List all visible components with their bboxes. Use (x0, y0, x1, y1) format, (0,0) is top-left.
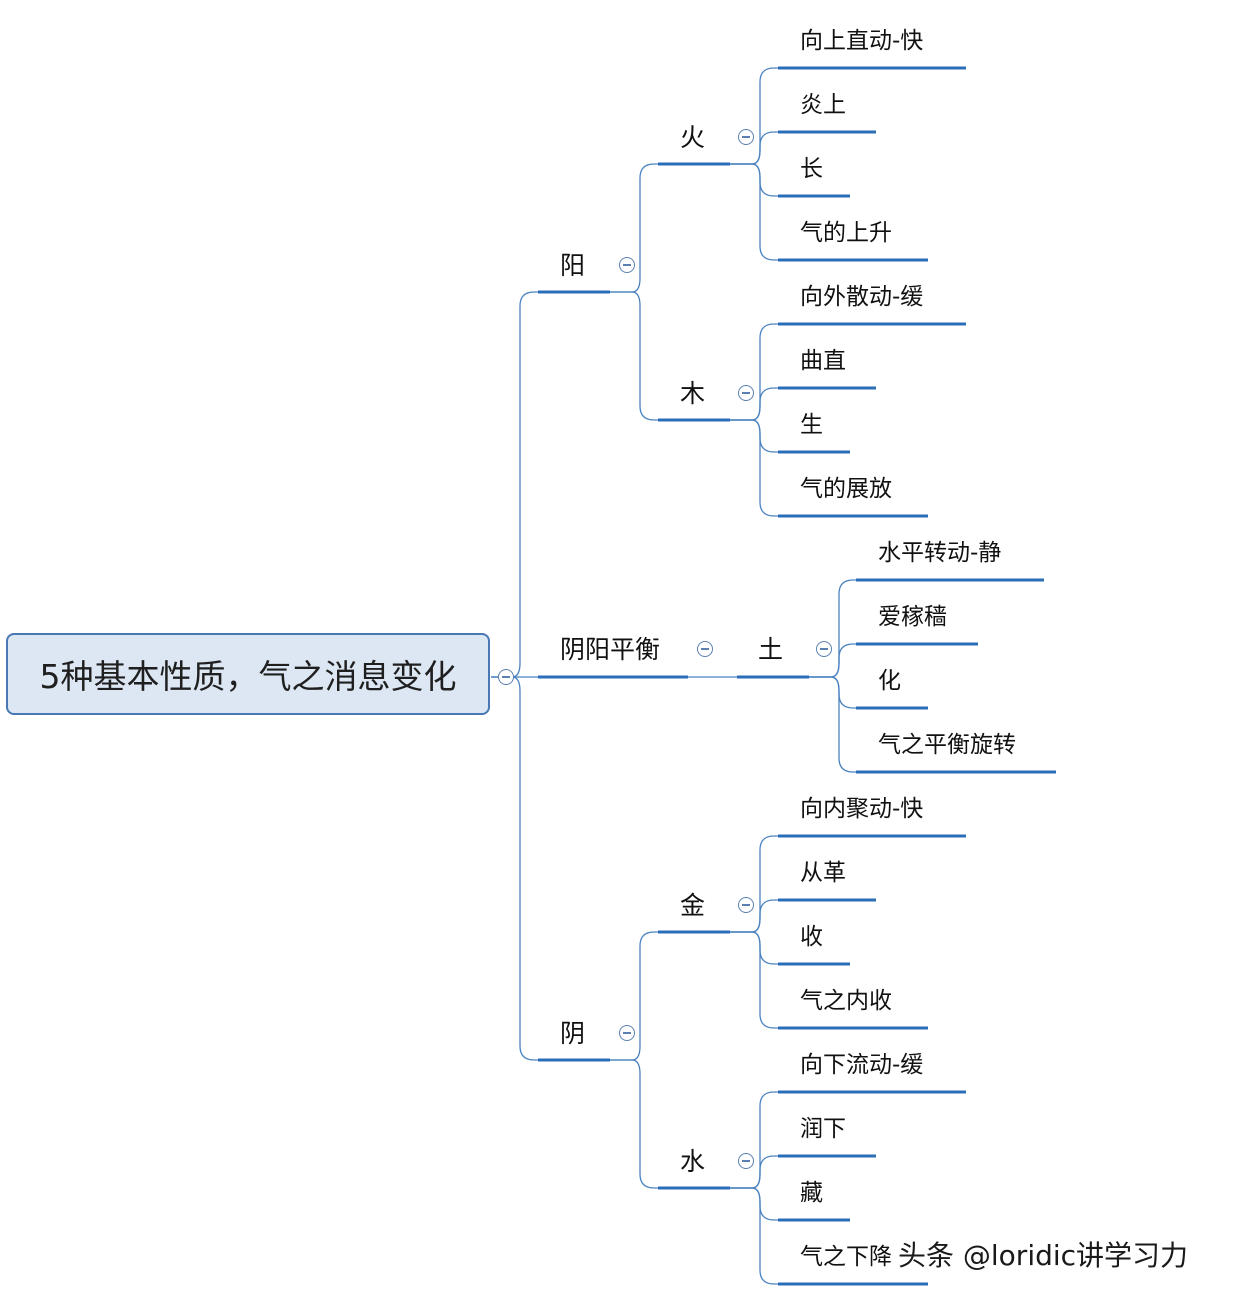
leaf-label[interactable]: 气之下降 (800, 1244, 892, 1270)
leaf-label[interactable]: 向外散动-缓 (800, 284, 924, 310)
connector-line (730, 387, 780, 421)
collapse-icon[interactable] (498, 669, 514, 685)
connector-line (730, 931, 780, 1029)
connector-line (730, 1187, 780, 1285)
connector-line (730, 1187, 780, 1221)
leaf-label[interactable]: 从革 (800, 860, 846, 886)
connector-line (730, 163, 780, 197)
collapse-icon[interactable] (619, 1025, 635, 1041)
leaf-label[interactable]: 向下流动-缓 (800, 1052, 924, 1078)
collapse-icon[interactable] (738, 129, 754, 145)
connector-line (730, 131, 780, 165)
connector-line (809, 643, 858, 678)
connector-line (610, 931, 660, 1061)
collapse-icon[interactable] (619, 257, 635, 273)
collapse-icon[interactable] (816, 641, 832, 657)
branch-label-yin[interactable]: 阴 (560, 1019, 586, 1048)
connector-line (610, 291, 660, 421)
collapse-icon[interactable] (738, 897, 754, 913)
connector-line (730, 931, 780, 965)
connector-line (730, 899, 780, 933)
leaf-label[interactable]: 收 (800, 924, 823, 950)
branch-label-balance[interactable]: 阴阳平衡 (560, 635, 661, 664)
connector-line (809, 676, 858, 709)
connector-line (730, 1091, 780, 1189)
leaf-label[interactable]: 曲直 (800, 348, 846, 374)
leaf-label[interactable]: 藏 (800, 1180, 823, 1206)
connector-line (809, 579, 858, 678)
connector-line (730, 419, 780, 453)
collapse-icon[interactable] (697, 641, 713, 657)
leaf-label[interactable]: 气的上升 (800, 220, 892, 246)
leaf-label[interactable]: 炎上 (800, 92, 846, 118)
leaf-label[interactable]: 气的展放 (800, 476, 892, 502)
root-node[interactable]: 5种基本性质，气之消息变化 (6, 633, 490, 715)
leaf-label[interactable]: 气之平衡旋转 (878, 732, 1016, 758)
connector-line (491, 676, 540, 1061)
connector-line (610, 163, 660, 293)
leaf-label[interactable]: 水平转动-静 (878, 540, 1002, 566)
collapse-icon[interactable] (738, 1153, 754, 1169)
connector-line (730, 163, 780, 261)
node-label-fire[interactable]: 火 (680, 123, 706, 152)
branch-label-yang[interactable]: 阳 (560, 251, 586, 280)
leaf-label[interactable]: 生 (800, 412, 823, 438)
leaf-label[interactable]: 爱稼穑 (878, 604, 947, 630)
node-label-earth[interactable]: 土 (758, 635, 784, 664)
connector-line (730, 67, 780, 165)
node-label-water[interactable]: 水 (680, 1147, 706, 1176)
root-label: 5种基本性质，气之消息变化 (39, 657, 457, 696)
collapse-icon[interactable] (738, 385, 754, 401)
leaf-label[interactable]: 向上直动-快 (800, 28, 924, 54)
leaf-label[interactable]: 化 (878, 668, 901, 694)
connector-line (809, 676, 858, 773)
connector-line (610, 1059, 660, 1189)
leaf-label[interactable]: 向内聚动-快 (800, 796, 924, 822)
connector-line (730, 835, 780, 933)
node-label-wood[interactable]: 木 (680, 379, 706, 408)
connector-line (730, 1155, 780, 1189)
leaf-label[interactable]: 润下 (800, 1116, 846, 1142)
watermark-text: 头条 @loridic讲学习力 (898, 1239, 1189, 1272)
connector-line (730, 323, 780, 421)
node-label-metal[interactable]: 金 (680, 891, 706, 920)
connector-line (730, 419, 780, 517)
connector-line (491, 291, 540, 678)
leaf-label[interactable]: 气之内收 (800, 988, 892, 1014)
leaf-label[interactable]: 长 (800, 156, 823, 182)
